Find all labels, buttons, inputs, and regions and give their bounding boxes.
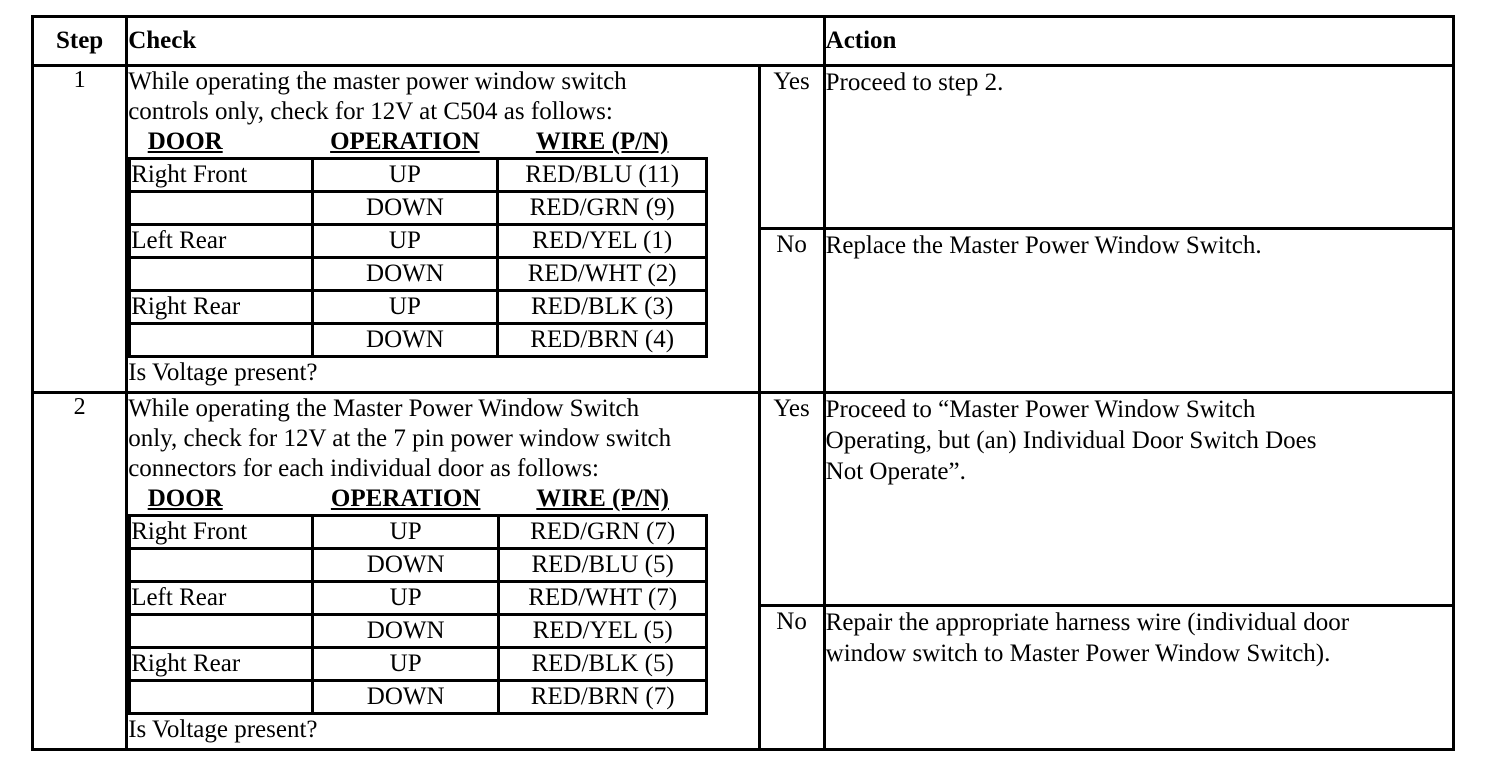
wire-cell-door bbox=[128, 256, 314, 292]
wire-table-row: DOWN RED/GRN (9) bbox=[128, 190, 709, 226]
wire-cell-wire: RED/BLK (3) bbox=[496, 289, 709, 325]
wire-cell-operation: UP bbox=[310, 289, 500, 325]
table-header-row: Step Check Action bbox=[30, 15, 1456, 67]
action-line: Operating, but (an) Individual Door Swit… bbox=[825, 426, 1317, 454]
action-cell-step-2-no: Repair the appropriate harness wire (ind… bbox=[822, 603, 1456, 752]
step-number-1: 1 bbox=[30, 64, 129, 394]
wire-table-row: Left Rear UP RED/WHT (7) bbox=[128, 579, 709, 616]
check-intro-line: controls only, check for 12V at C504 as … bbox=[128, 98, 613, 125]
wire-header-wire: WIRE (P/N) bbox=[535, 128, 669, 155]
check-cell-step-1: While operating the master power window … bbox=[125, 64, 761, 394]
wire-cell-operation: DOWN bbox=[311, 678, 501, 715]
wire-cell-operation: UP bbox=[311, 645, 501, 682]
column-header-action: Action bbox=[822, 15, 1456, 67]
action-line: Replace the Master Power Window Switch. bbox=[825, 232, 1262, 260]
wire-table-row: DOWN RED/BRN (7) bbox=[128, 678, 709, 715]
action-cell-step-2-yes: Proceed to “Master Power Window Switch O… bbox=[822, 390, 1456, 607]
wire-cell-wire: RED/GRN (7) bbox=[497, 513, 709, 550]
wire-cell-operation: UP bbox=[311, 513, 501, 550]
wire-table-header-row: DOOR OPERATION WIRE (P/N) bbox=[130, 127, 707, 159]
wire-cell-door: Right Front bbox=[128, 513, 315, 550]
wire-cell-operation: DOWN bbox=[310, 190, 500, 226]
action-cell-step-1-no: Replace the Master Power Window Switch. bbox=[822, 227, 1456, 394]
wire-cell-door: Left Rear bbox=[128, 579, 315, 616]
action-line: window switch to Master Power Window Swi… bbox=[825, 639, 1331, 667]
wire-cell-wire: RED/WHT (7) bbox=[497, 579, 709, 616]
check-question: Is Voltage present? bbox=[128, 715, 318, 743]
wire-cell-wire: RED/GRN (9) bbox=[496, 190, 709, 226]
wire-cell-operation: UP bbox=[311, 579, 501, 616]
wire-table-row: Right Front UP RED/BLU (11) bbox=[128, 157, 709, 193]
wire-cell-wire: RED/BLK (5) bbox=[497, 645, 709, 682]
answer-label-no-step-1[interactable]: No bbox=[757, 227, 826, 394]
column-header-step: Step bbox=[30, 15, 129, 67]
wire-cell-wire: RED/BLU (11) bbox=[496, 157, 709, 193]
table-row-step-2-no: No Repair the appropriate harness wire (… bbox=[33, 603, 1456, 752]
wire-cell-operation: DOWN bbox=[311, 546, 501, 583]
wire-reference-table-step-1: DOOR OPERATION WIRE (P/N) Right Front UP… bbox=[128, 127, 709, 358]
answer-label-yes-step-1[interactable]: Yes bbox=[757, 63, 826, 231]
answer-label-yes-step-2[interactable]: Yes bbox=[757, 390, 826, 607]
answer-label-no-step-2[interactable]: No bbox=[757, 603, 826, 752]
wire-header-wire: WIRE (P/N) bbox=[536, 484, 669, 512]
wire-cell-wire: RED/YEL (5) bbox=[497, 612, 709, 649]
wire-table-row: Right Front UP RED/GRN (7) bbox=[128, 513, 709, 550]
wire-header-operation: OPERATION bbox=[330, 128, 480, 155]
wire-cell-operation: DOWN bbox=[310, 256, 500, 292]
check-intro-line: While operating the master power window … bbox=[128, 68, 627, 95]
wire-table-row: Right Rear UP RED/BLK (3) bbox=[128, 289, 709, 325]
wire-table-header-row: DOOR OPERATION WIRE (P/N) bbox=[130, 484, 707, 516]
wire-cell-wire: RED/YEL (1) bbox=[496, 223, 709, 259]
column-header-check: Check bbox=[125, 15, 826, 67]
wire-cell-door: Right Rear bbox=[128, 289, 314, 325]
check-question: Is Voltage present? bbox=[128, 359, 318, 386]
wire-cell-wire: RED/WHT (2) bbox=[496, 256, 709, 292]
table-row-step-1-no: No Replace the Master Power Window Switc… bbox=[33, 227, 1456, 394]
wire-header-door: DOOR bbox=[147, 128, 223, 155]
step-number-2: 2 bbox=[30, 390, 129, 752]
table-row-step-2-yes: 2 While operating the Master Power Windo… bbox=[30, 390, 1456, 752]
action-line: Proceed to step 2. bbox=[825, 69, 1004, 96]
wire-table-row: DOWN RED/BLU (5) bbox=[128, 546, 709, 583]
action-cell-step-1-yes: Proceed to step 2. bbox=[822, 63, 1456, 231]
wire-cell-wire: RED/BLU (5) bbox=[497, 546, 709, 583]
wire-cell-door bbox=[128, 678, 315, 715]
wire-header-operation: OPERATION bbox=[330, 484, 481, 512]
check-intro-line: connectors for each individual door as f… bbox=[128, 454, 599, 482]
wire-cell-operation: DOWN bbox=[310, 322, 500, 358]
wire-cell-wire: RED/BRN (4) bbox=[496, 322, 709, 358]
wire-cell-wire: RED/BRN (7) bbox=[497, 678, 709, 715]
action-line: Repair the appropriate harness wire (ind… bbox=[825, 608, 1350, 636]
wire-cell-door bbox=[128, 546, 315, 583]
wire-cell-door bbox=[128, 322, 314, 358]
wire-cell-door: Right Rear bbox=[128, 645, 315, 682]
check-intro-line: only, check for 12V at the 7 pin power w… bbox=[128, 424, 672, 452]
wire-cell-door bbox=[128, 190, 314, 226]
wire-table-row: DOWN RED/YEL (5) bbox=[128, 612, 709, 649]
wire-header-door: DOOR bbox=[147, 484, 223, 512]
action-line: Proceed to “Master Power Window Switch bbox=[825, 395, 1256, 423]
check-cell-step-2: While operating the Master Power Window … bbox=[125, 390, 761, 752]
wire-cell-operation: UP bbox=[310, 223, 500, 259]
wire-table-row: DOWN RED/BRN (4) bbox=[128, 322, 709, 358]
wire-cell-operation: UP bbox=[310, 157, 500, 193]
wire-cell-door: Right Front bbox=[128, 157, 314, 193]
table-row-step-1-yes: 1 While operating the master power windo… bbox=[30, 63, 1456, 394]
wire-table-row: DOWN RED/WHT (2) bbox=[128, 256, 709, 292]
action-line: Not Operate”. bbox=[825, 457, 966, 485]
wire-table-row: Right Rear UP RED/BLK (5) bbox=[128, 645, 709, 682]
wire-table-row: Left Rear UP RED/YEL (1) bbox=[128, 223, 709, 259]
wire-cell-operation: DOWN bbox=[311, 612, 501, 649]
wire-reference-table-step-2: DOOR OPERATION WIRE (P/N) Right Front UP… bbox=[128, 484, 709, 715]
diagnostic-table-sheet: Step Check Action 1 While operating the … bbox=[30, 15, 1456, 752]
check-intro-line: While operating the Master Power Window … bbox=[128, 394, 640, 422]
diagnostic-table: Step Check Action 1 While operating the … bbox=[30, 15, 1456, 752]
wire-cell-door bbox=[128, 612, 315, 649]
wire-cell-door: Left Rear bbox=[128, 223, 314, 259]
